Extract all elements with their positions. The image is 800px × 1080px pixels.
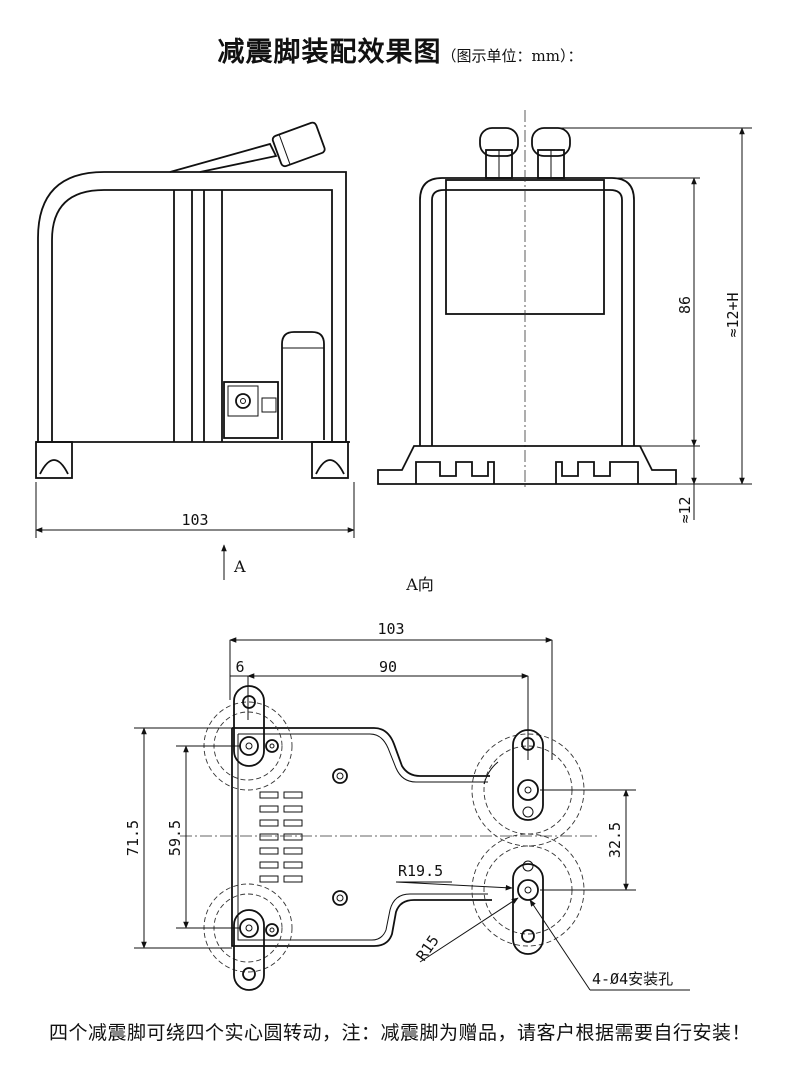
mounting-holes-label: 4-Ø4安装孔 [592,970,673,988]
front-width-dimension: 103 [181,511,208,529]
front-handle-knob [271,121,326,168]
foot-top-right [483,729,544,821]
foot-bottom-left [233,909,279,991]
title-unit-note: （图示单位：mm）： [441,47,583,65]
arrow-a-label: A [233,557,246,576]
side-knob-right [531,127,571,179]
foot-top-left [233,685,279,767]
view-a-label: A向 [405,575,434,594]
side-knob-left [479,127,519,179]
bottom-inner-height-dimension: 59.5 [166,820,184,856]
radius-large-label: R19.5 [398,862,443,880]
front-view: 103 A [35,121,355,580]
bottom-outer-height-dimension: 71.5 [124,820,142,856]
footer-note: 四个减震脚可绕四个实心圆转动，注：减震脚为赠品，请客户根据需要自行安装！ [48,1022,751,1044]
bottom-right-height-dimension: 32.5 [606,822,624,858]
side-height-dimension: 86 [676,296,694,314]
bottom-width-dimension: 103 [377,620,404,638]
bottom-view: 103 6 90 [124,620,690,991]
bottom-edge-dimension: 6 [235,658,244,676]
side-view: 86 ≈12+H ≈12 [377,110,752,524]
foot-bottom-right [512,860,544,955]
drawing-title: 减震脚装配效果图（图示单位：mm）： [0,30,800,69]
vent-slots [259,791,303,883]
radius-small-label: R15 [413,932,443,965]
side-total-dimension: ≈12+H [724,292,742,337]
bottom-span-dimension: 90 [379,658,397,676]
title-main: 减震脚装配效果图 [217,37,442,68]
side-gap-dimension: ≈12 [676,496,694,523]
